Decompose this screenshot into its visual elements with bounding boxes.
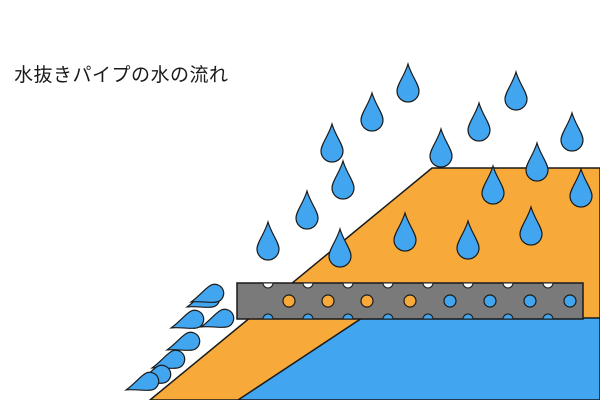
pipe-bottom-notch — [302, 313, 314, 320]
pipe-notches — [262, 282, 554, 320]
pipe-bottom-notch — [382, 313, 394, 320]
pipe-hole-water — [483, 294, 497, 308]
water-drop-icon — [360, 90, 384, 132]
pipe-bottom-notch — [502, 313, 514, 320]
pipe-top-notch — [542, 282, 554, 289]
pipe-top-notch — [502, 282, 514, 289]
water-drop-icon — [525, 140, 549, 182]
pipe-hole-soil — [403, 294, 417, 308]
pipe-bottom-notch — [542, 313, 554, 320]
pipe-holes — [282, 294, 577, 308]
water-drop-icon — [396, 61, 420, 103]
outflow-drop-icon — [199, 308, 235, 329]
pipe-bottom-notch — [422, 313, 434, 320]
diagram-title: 水抜きパイプの水の流れ — [14, 64, 229, 86]
water-drop-icon — [467, 100, 491, 142]
pipe-bottom-notch — [462, 313, 474, 320]
outflow-drop-icon — [150, 349, 186, 370]
pipe-top-notch — [382, 282, 394, 289]
pipe-top-notch — [342, 282, 354, 289]
water-drop-icon — [569, 166, 593, 208]
water-drop-icon — [456, 218, 480, 260]
pipe-hole-soil — [321, 294, 335, 308]
water-layer — [236, 317, 600, 400]
pipe-bottom-notch — [262, 313, 274, 320]
pipe-hole-water — [563, 294, 577, 308]
pipe-top-notch — [462, 282, 474, 289]
water-drop-icon — [331, 158, 355, 200]
pipe-hole-soil — [282, 294, 296, 308]
water-drop-icon — [560, 110, 584, 152]
water-drop-icon — [519, 204, 543, 246]
pipe-hole-soil — [360, 294, 374, 308]
rain-drops — [256, 61, 593, 268]
pipe-top-notch — [302, 282, 314, 289]
water-drop-icon — [295, 188, 319, 230]
water-drop-icon — [504, 69, 528, 111]
pipe-top-notch — [262, 282, 274, 289]
water-drop-icon — [393, 210, 417, 252]
pipe-top-notch — [422, 282, 434, 289]
water-drop-icon — [256, 219, 280, 261]
outflow-drop-icon — [124, 371, 160, 392]
pipe-hole-water — [523, 294, 537, 308]
water-drop-icon — [328, 226, 352, 268]
outflow-drop-icon — [169, 309, 205, 330]
pipe-bottom-notch — [342, 313, 354, 320]
pipe-hole-water — [443, 294, 457, 308]
outflow-drops — [124, 283, 235, 392]
outflow-drop-icon — [165, 331, 201, 352]
water-drop-icon — [481, 163, 505, 205]
water-drop-icon — [429, 126, 453, 168]
outflow-drop-icon — [189, 283, 225, 304]
water-drop-icon — [320, 121, 344, 163]
